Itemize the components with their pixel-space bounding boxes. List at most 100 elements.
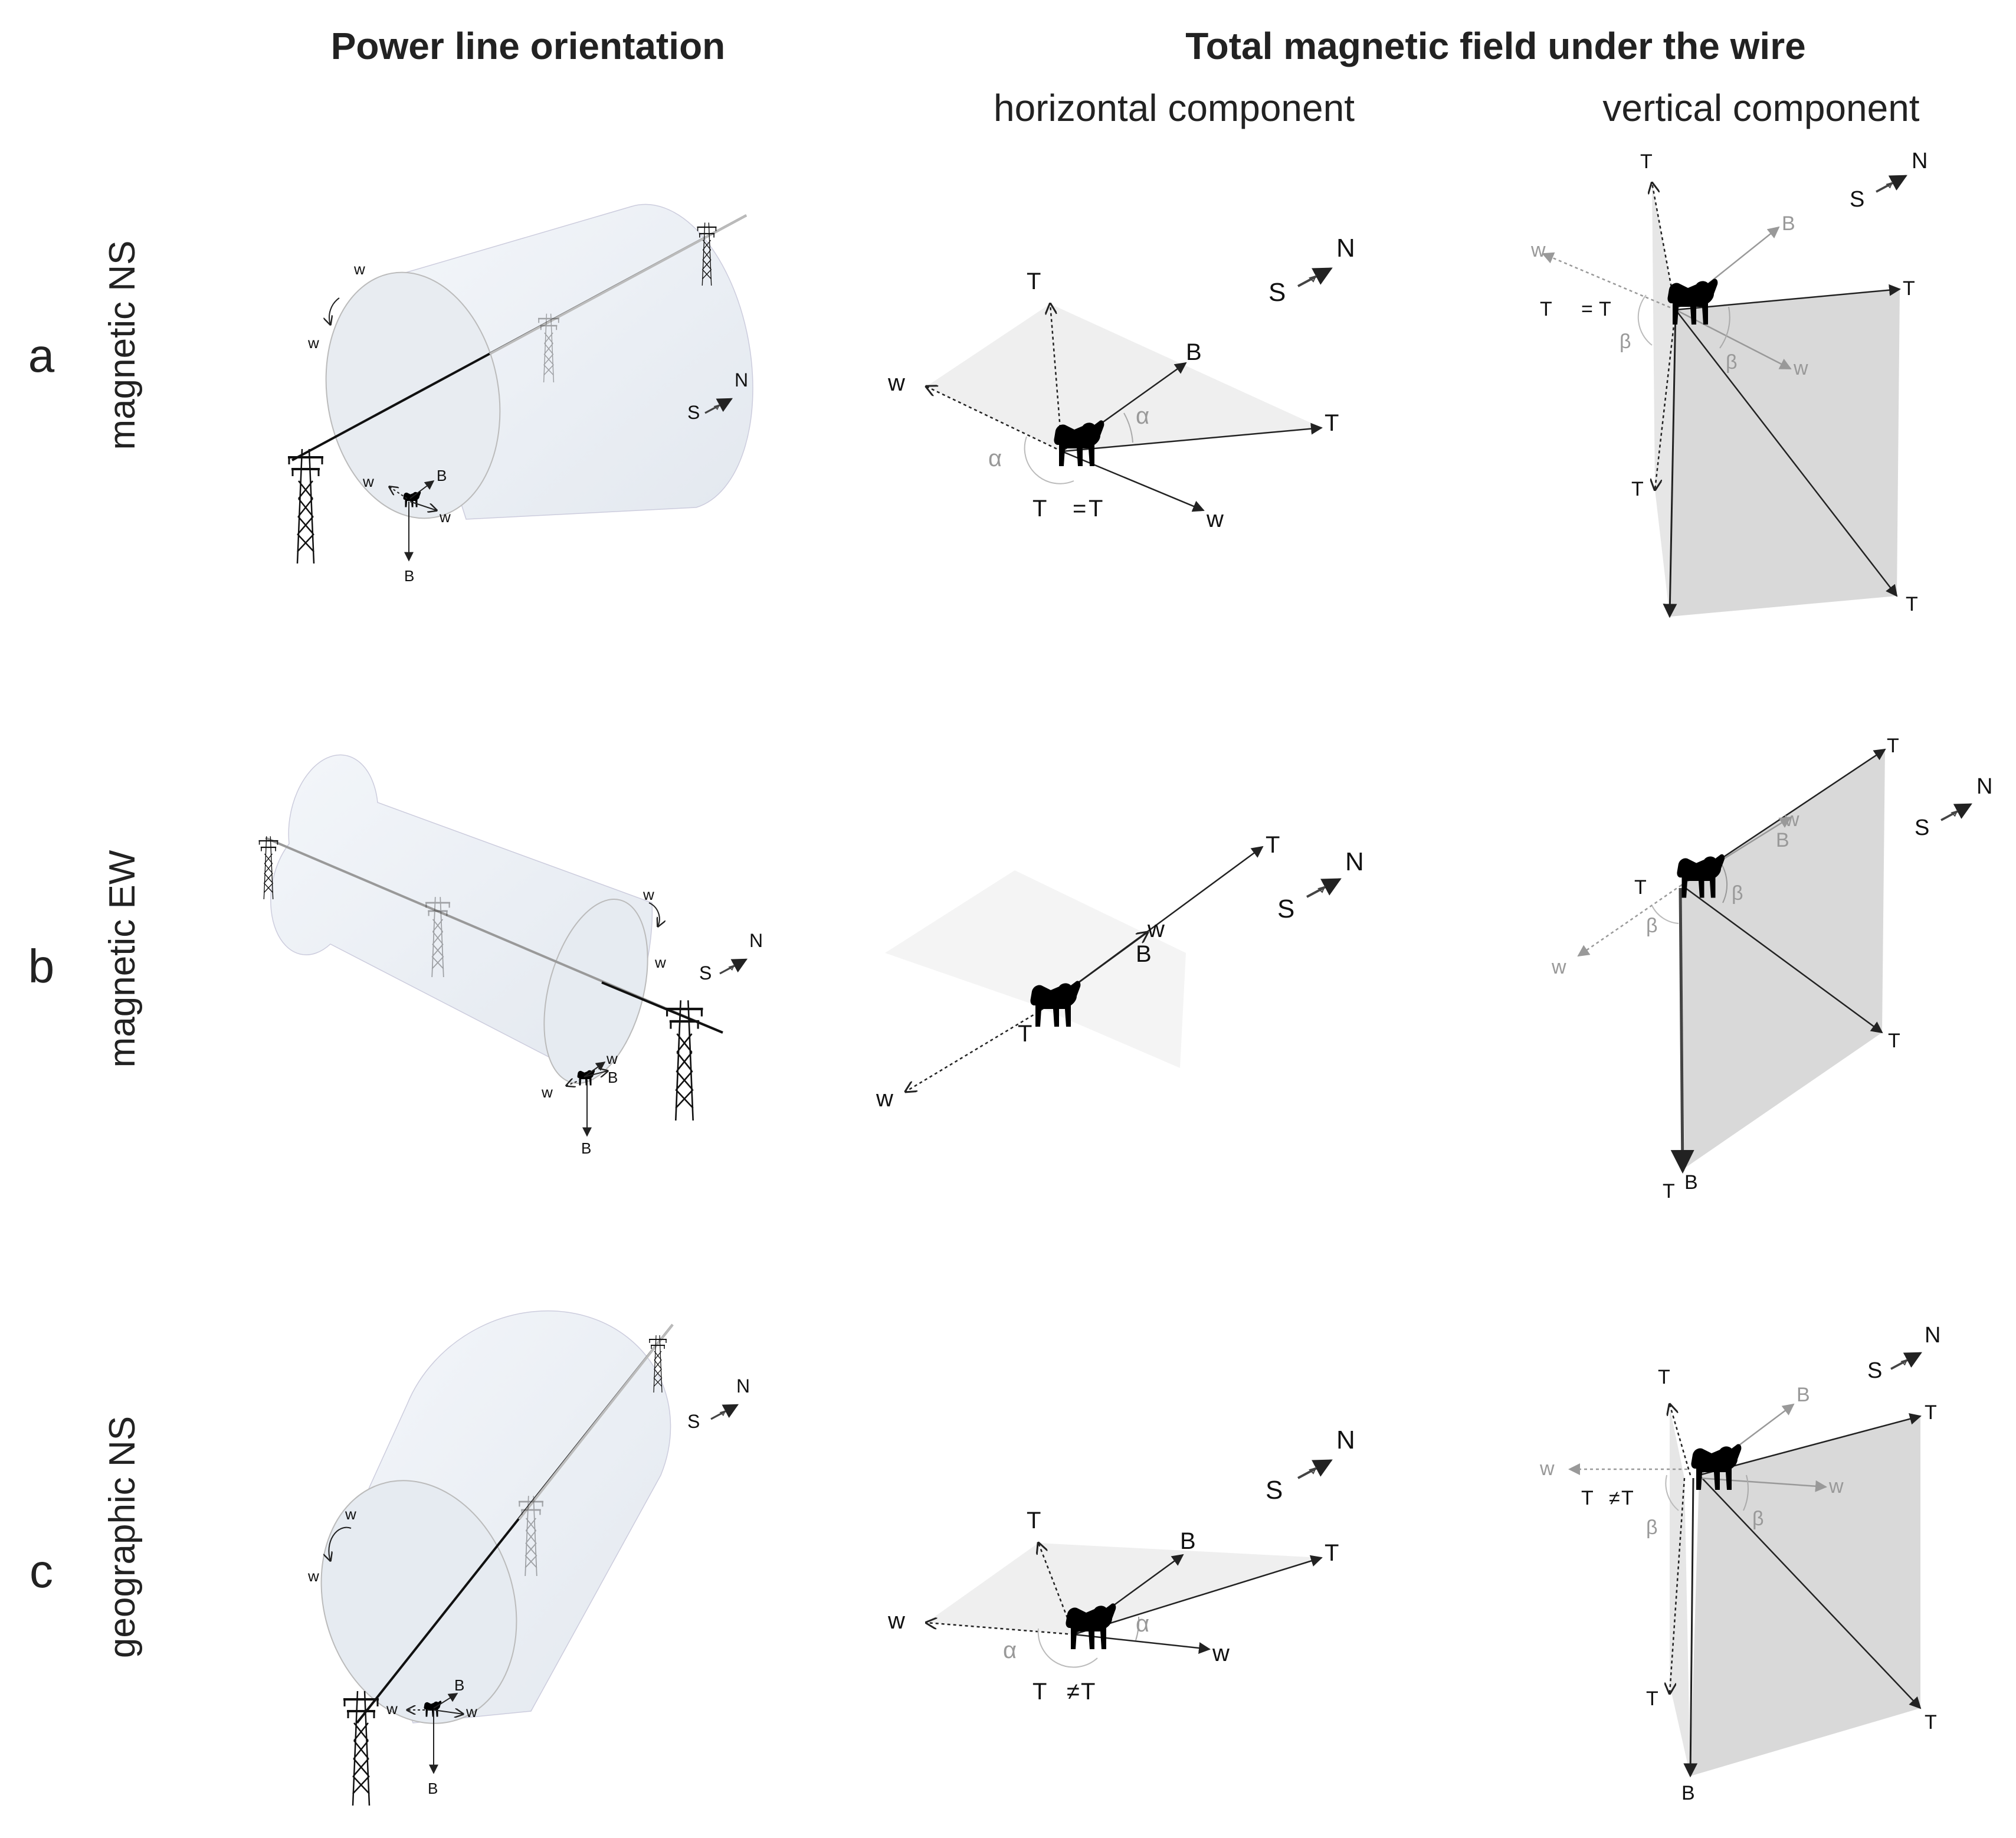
column-header-power-line: Power line orientation <box>331 25 726 67</box>
compass-s: S <box>687 402 700 423</box>
not-equal-sign: ≠ <box>1609 1487 1620 1509</box>
bv-label: B <box>581 1139 591 1157</box>
compass-s: S <box>1277 895 1294 923</box>
t1-label: T <box>1888 1030 1900 1052</box>
th2-label: T <box>1640 150 1653 173</box>
t2-label: T <box>1631 478 1644 500</box>
row-c-power-line-illustration: w w B w w B S N <box>307 1310 750 1807</box>
th2-label: T <box>1027 268 1041 294</box>
row-label-c: geographic NS <box>102 1416 143 1658</box>
w2-label: w <box>876 1086 893 1112</box>
th2-label: T <box>1018 1021 1032 1047</box>
bh-label: B <box>437 467 447 484</box>
compass-n: N <box>1336 234 1355 263</box>
w2-small-label: w <box>541 1083 553 1101</box>
subheader-horizontal: horizontal component <box>994 87 1355 129</box>
bh-label: B <box>1136 941 1152 967</box>
equals-sign: = <box>1581 298 1593 320</box>
row-b-vertical-diagram: T w B T β β w T T B S N <box>1551 735 1992 1203</box>
row-c-horizontal-diagram: T B T w α α w T ≠ T S N <box>887 1426 1355 1705</box>
compass-n: N <box>1336 1426 1355 1454</box>
row-c-vertical-diagram: T B T w w T ≠ T β β T T B S N <box>1539 1323 1940 1804</box>
w1-label: w <box>345 1505 356 1523</box>
column-header-total-field: Total magnetic field under the wire <box>1185 25 1805 67</box>
w1-label: w <box>1828 1475 1844 1498</box>
compass-n: N <box>1925 1323 1940 1348</box>
th2-label: T <box>1634 876 1647 899</box>
th2-neq-label: T <box>1081 1679 1095 1705</box>
th1-label: T <box>1325 1540 1339 1566</box>
row-a-power-line-illustration: w w B w w B S N <box>287 204 753 585</box>
t1-label: T <box>1925 1711 1937 1734</box>
w2-label: w <box>307 334 319 352</box>
th1-neq-label: T <box>1032 1679 1047 1705</box>
equals-sign: = <box>1073 496 1086 522</box>
alpha2-label: α <box>988 445 1002 471</box>
beta1-label: β <box>1726 351 1738 374</box>
w1-small-label: w <box>466 1703 477 1721</box>
alpha1-label: α <box>1136 1611 1149 1637</box>
compass-n: N <box>736 1375 750 1397</box>
compass-n: N <box>749 930 763 951</box>
w2-label: w <box>887 1608 905 1634</box>
w1-label: w <box>1147 916 1165 942</box>
th2-neq-label: T <box>1621 1487 1634 1509</box>
th1-eq-label: T <box>1540 298 1552 320</box>
w1-small-label: w <box>606 1050 618 1067</box>
beta2-label: β <box>1646 1516 1658 1539</box>
bh-label: B <box>608 1069 618 1086</box>
bh-label: B <box>1186 339 1202 365</box>
row-letter-b: b <box>28 940 55 992</box>
th1-label: T <box>1925 1401 1937 1424</box>
bv-label: B <box>1681 1782 1695 1804</box>
row-label-b: magnetic EW <box>102 850 143 1067</box>
w2-label: w <box>1551 956 1566 978</box>
w1-label: w <box>1784 808 1799 831</box>
row-b-horizontal-diagram: T w B T w S N <box>876 832 1364 1112</box>
row-b-power-line-illustration: w w w B w B S N <box>258 754 763 1157</box>
w2-small-label: w <box>362 473 374 490</box>
compass-s: S <box>687 1411 700 1432</box>
compass-s: S <box>1266 1476 1283 1505</box>
compass-s: S <box>1850 187 1864 212</box>
compass-s: S <box>1268 278 1286 307</box>
bh-label: B <box>1797 1384 1810 1406</box>
bh-label: B <box>1776 829 1789 851</box>
w1-label: w <box>353 260 365 278</box>
compass-s: S <box>1915 815 1929 840</box>
th2-eq-label: T <box>1599 298 1611 320</box>
t1-label: T <box>1906 593 1918 615</box>
th2-label: T <box>1027 1508 1041 1534</box>
compass-n: N <box>1912 149 1928 173</box>
row-a-vertical-diagram: T w B T = T β β w T T T S N <box>1530 149 1928 618</box>
t2-label: T <box>1663 1180 1675 1203</box>
w2-label: w <box>1539 1457 1555 1480</box>
th2-eq-label: T <box>1089 496 1103 522</box>
compass-s: S <box>699 962 712 984</box>
w1-label: w <box>654 954 666 971</box>
bh-label: B <box>454 1676 464 1694</box>
w1-label: w <box>1206 506 1224 532</box>
alpha1-label: α <box>1136 403 1149 429</box>
w2-small-label: w <box>386 1700 398 1718</box>
th1-neq-label: T <box>1581 1487 1594 1509</box>
w2-label: w <box>1530 239 1546 261</box>
bv-label: B <box>1684 1171 1698 1194</box>
beta2-label: β <box>1646 915 1658 937</box>
beta2-label: β <box>1620 330 1631 353</box>
w1-small-label: w <box>439 508 451 526</box>
compass-n: N <box>1976 774 1992 799</box>
bh-label: B <box>1782 212 1795 235</box>
w2-label: w <box>643 886 654 903</box>
bv-label: B <box>428 1780 438 1797</box>
th1-label: T <box>1325 410 1339 436</box>
subheader-vertical: vertical component <box>1602 87 1919 129</box>
bv-label: B <box>404 567 414 585</box>
row-label-a: magnetic NS <box>102 241 143 450</box>
th1-label: T <box>1903 277 1915 300</box>
compass-s: S <box>1867 1358 1882 1383</box>
alpha2-label: α <box>1003 1637 1017 1663</box>
w2-label: w <box>307 1567 319 1585</box>
th1-eq-label: T <box>1032 496 1047 522</box>
